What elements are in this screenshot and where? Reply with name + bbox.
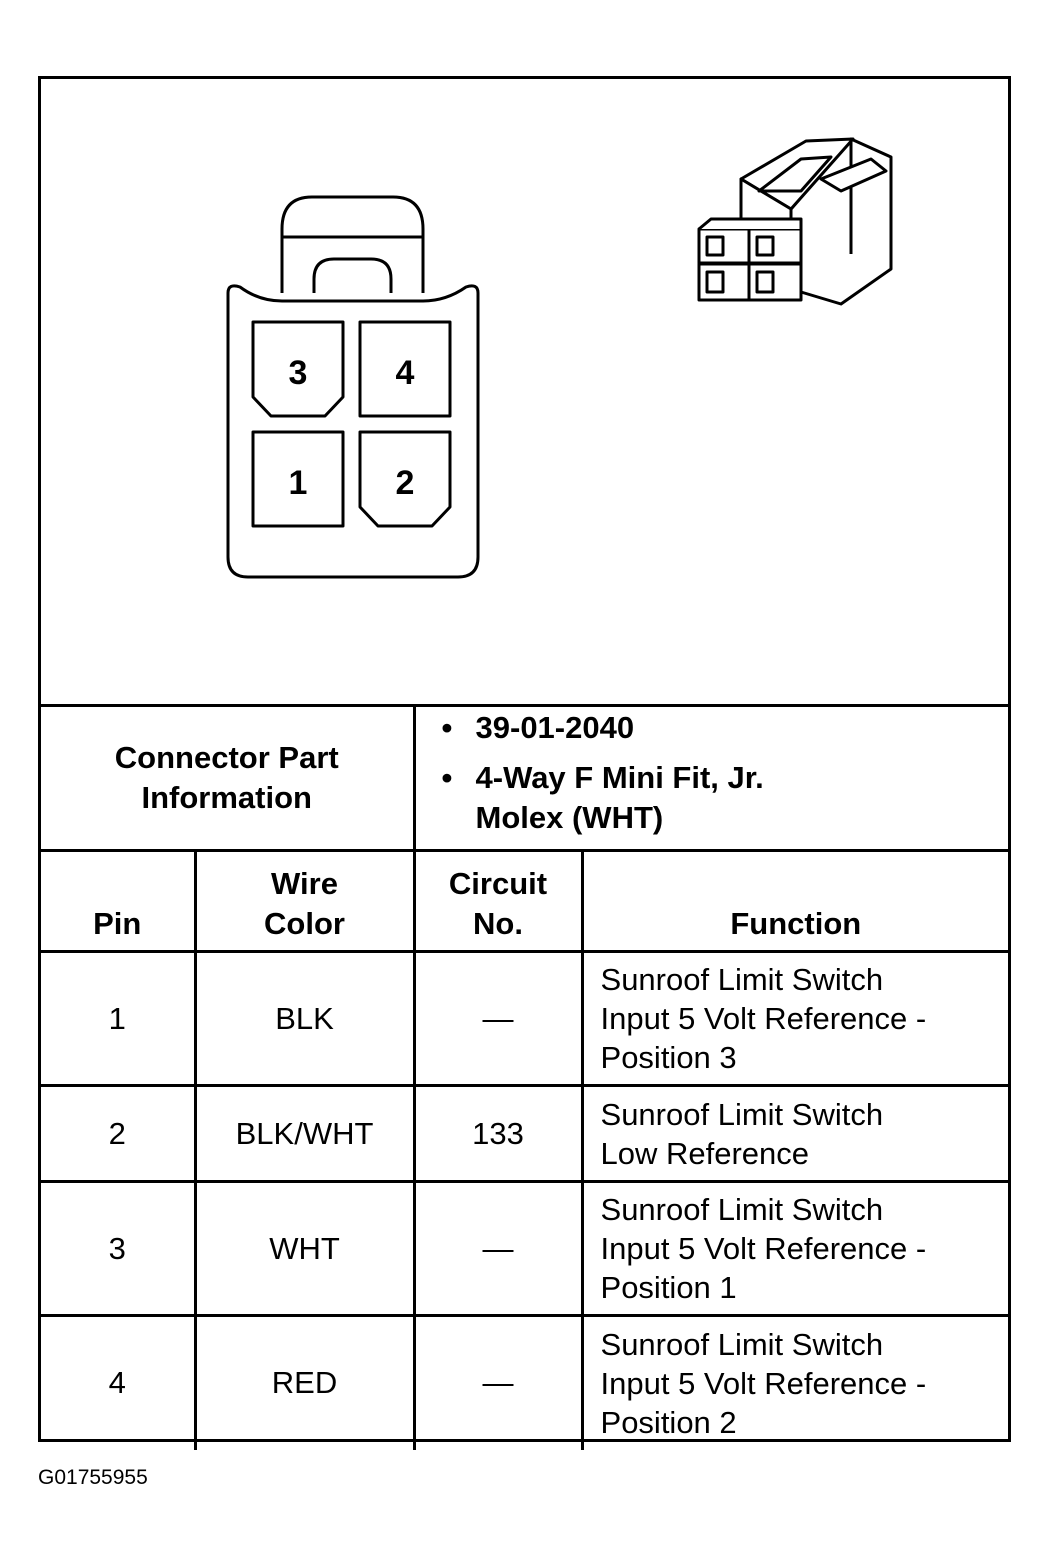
- connector-drawing-area: 3 4 1 2: [41, 79, 1008, 707]
- pin-label-2: 2: [396, 464, 415, 502]
- figure-code: G01755955: [38, 1466, 148, 1489]
- cavity-1: [251, 430, 345, 528]
- cavity-3: [251, 320, 345, 418]
- cell-circuit: —: [412, 1314, 584, 1450]
- connector-body: [226, 284, 480, 579]
- header-wire-color: Wire Color: [193, 849, 416, 953]
- cell-wire-color: WHT: [193, 1180, 416, 1317]
- connector-isometric-view: [697, 137, 893, 306]
- cavity-2: [358, 430, 452, 528]
- cell-function: Sunroof Limit Switch Input 5 Volt Refere…: [580, 950, 1009, 1087]
- table-row: 1 BLK — Sunroof Limit Switch Input 5 Vol…: [41, 950, 1009, 1087]
- table-row: 4 RED — Sunroof Limit Switch Input 5 Vol…: [41, 1314, 1009, 1450]
- connector-face-view: 3 4 1 2: [226, 137, 893, 579]
- cell-wire-color: RED: [193, 1314, 416, 1450]
- cell-function: Sunroof Limit Switch Input 5 Volt Refere…: [580, 1180, 1009, 1317]
- cell-function: Sunroof Limit Switch Low Reference: [580, 1084, 1009, 1183]
- cell-circuit: —: [412, 950, 584, 1087]
- cell-wire-color: BLK/WHT: [193, 1084, 416, 1183]
- cell-pin: 4: [41, 1314, 197, 1450]
- cavity-4: [358, 320, 452, 418]
- connector-part-info-values: 39-01-2040 4-Way F Mini Fit, Jr. Molex (…: [412, 707, 1009, 852]
- table-header-row: Pin Wire Color Circuit No. Function: [41, 849, 1009, 953]
- pin-label-3: 3: [289, 354, 308, 392]
- cell-pin: 2: [41, 1084, 197, 1183]
- header-function: Function: [580, 849, 1009, 953]
- cell-circuit: —: [412, 1180, 584, 1317]
- cell-pin: 1: [41, 950, 197, 1087]
- cell-wire-color: BLK: [193, 950, 416, 1087]
- table-row: 2 BLK/WHT 133 Sunroof Limit Switch Low R…: [41, 1084, 1009, 1183]
- header-circuit-no: Circuit No.: [412, 849, 584, 953]
- connector-part-info-row: Connector Part Information 39-01-2040 4-…: [41, 707, 1009, 852]
- diagram-frame: 3 4 1 2: [38, 76, 1011, 1450]
- connector-part-info-label: Connector Part Information: [41, 707, 416, 852]
- header-pin: Pin: [41, 849, 197, 953]
- part-number: 39-01-2040: [442, 708, 1009, 748]
- cell-function: Sunroof Limit Switch Input 5 Volt Refere…: [580, 1314, 1009, 1450]
- pin-label-4: 4: [396, 354, 415, 392]
- cell-pin: 3: [41, 1180, 197, 1317]
- connector-description: 4-Way F Mini Fit, Jr. Molex (WHT): [442, 758, 1009, 838]
- connector-latch: [280, 195, 425, 293]
- cell-circuit: 133: [412, 1084, 584, 1183]
- pin-label-1: 1: [289, 464, 308, 502]
- pinout-table: Connector Part Information 39-01-2040 4-…: [41, 707, 1009, 1450]
- table-row: 3 WHT — Sunroof Limit Switch Input 5 Vol…: [41, 1180, 1009, 1317]
